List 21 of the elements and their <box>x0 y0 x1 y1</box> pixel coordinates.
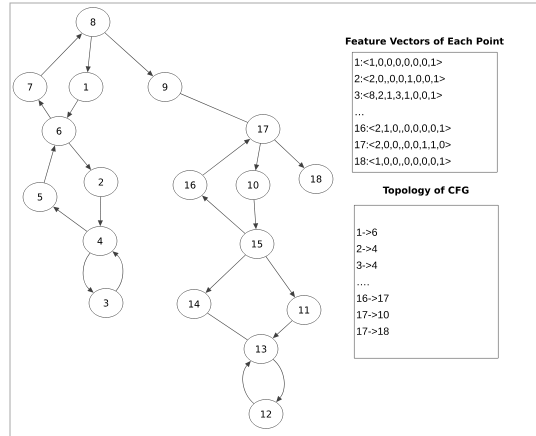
node-label: 16->17 <box>357 294 389 302</box>
box-heading: Topology of CFG <box>382 186 468 196</box>
box-heading: Feature Vectors of Each Point <box>346 37 504 45</box>
node-label: 3->4 <box>356 261 378 269</box>
node-label: 18:<1,0,0,,0,0,0,0,1> <box>355 157 451 166</box>
node-label: 2:<2,0,,0,0,1,0,0,1> <box>354 74 445 84</box>
node-label: 17->18 <box>357 327 389 335</box>
node-label: … <box>356 114 364 116</box>
arrow <box>53 206 88 232</box>
arrow <box>202 196 246 234</box>
node-label: 2->4 <box>356 244 378 252</box>
node-label: 16:<2,1,0,,0,0,0,0,1> <box>355 124 451 134</box>
text-box: 1->6 2->4 3->4 …. 16->17 17->10 17->18 <box>354 205 498 358</box>
node-label: 17:<2,0,0,,0,0,1,1,0> <box>355 140 451 150</box>
node-label: 1->6 <box>357 228 378 236</box>
text-box: 1:<1,0,0,0,0,0,0,1> 2:<2,0,,0,0,1,0,0,1> 3:<8,2,1,3,1,0,0,1> … 16:<2,1,0,,0,0,0,0,1> 17:<2,0,0,,0,0,1,1,0> 18:<1,0,0,,0,0,0,0,1> <box>352 52 498 172</box>
node-label: 1:<1,0,0,0,0,0,0,1> <box>355 58 442 68</box>
arrow <box>67 100 78 118</box>
node-label: 3:<8,2,1,3,1,0,0,1> <box>354 91 442 100</box>
node-label: 17->10 <box>357 310 389 318</box>
node-label: …. <box>358 284 369 286</box>
